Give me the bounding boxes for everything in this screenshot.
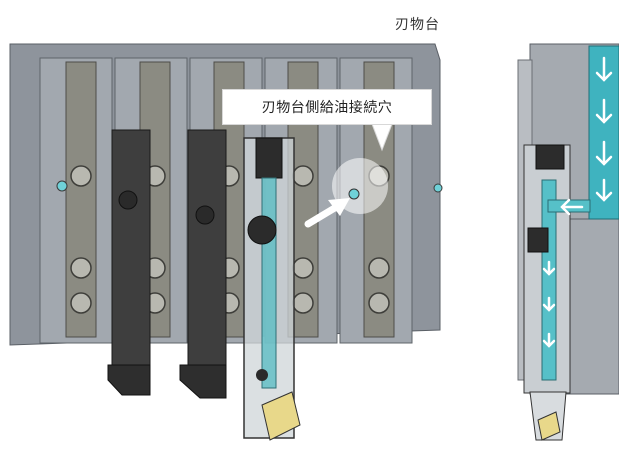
tool-holder-1 xyxy=(107,129,151,396)
coolant-tool-holder xyxy=(243,137,301,441)
oil-hole-icon xyxy=(348,188,360,200)
pointer-arrow-icon xyxy=(304,198,350,228)
clamp-bolts xyxy=(70,165,390,314)
turret-title: 刃物台 xyxy=(395,17,440,33)
tool-holder-2 xyxy=(179,129,227,399)
flow-arrow-icons xyxy=(542,56,613,348)
oil-hole-callout: 刃物台側給油接続穴 xyxy=(222,89,432,125)
